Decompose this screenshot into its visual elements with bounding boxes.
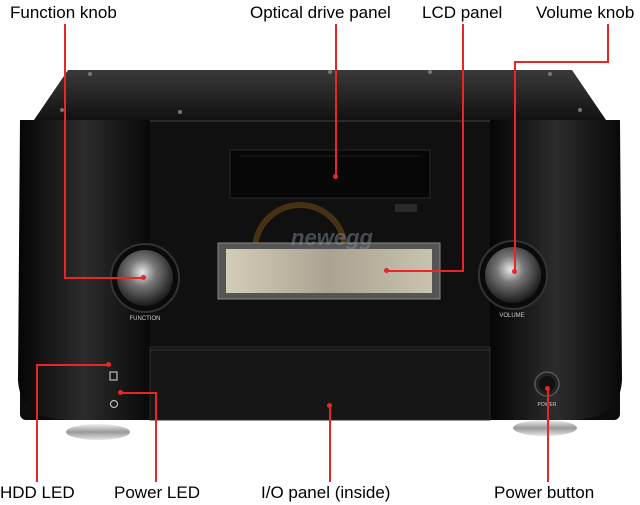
right-pillar	[490, 120, 622, 420]
leader-lcd-horizontal	[386, 270, 464, 272]
callout-lcd-panel: LCD panel	[422, 3, 503, 22]
function-label: FUNCTION	[130, 316, 161, 322]
io-door	[149, 346, 491, 421]
callout-optical-drive-panel: Optical drive panel	[250, 3, 391, 22]
leader-power-button-end	[545, 386, 550, 391]
power-button	[539, 376, 555, 392]
callout-io-panel: I/O panel (inside)	[261, 483, 391, 502]
callout-power-led: Power LED	[114, 483, 200, 502]
callout-power-button: Power button	[494, 483, 595, 502]
leader-function-knob-vertical	[64, 24, 66, 278]
leader-optical-drive	[335, 24, 337, 176]
leader-hdd-led-horizontal	[36, 364, 108, 366]
eject-button	[395, 204, 417, 212]
right-foot	[513, 420, 577, 436]
leader-volume-knob-drop	[514, 61, 516, 271]
hdd-led-icon	[109, 371, 118, 381]
leader-hdd-led-vertical	[36, 364, 38, 482]
leader-power-led-end	[118, 390, 123, 395]
leader-hdd-led-end	[106, 362, 111, 367]
leader-lcd-vertical	[462, 24, 464, 271]
watermark-text: newegg	[291, 225, 373, 250]
optical-drive-bay	[229, 149, 431, 199]
leader-io-panel	[329, 405, 331, 482]
volume-knob	[485, 247, 541, 303]
leader-lcd-end	[384, 268, 389, 273]
leader-volume-knob-horizontal	[514, 61, 609, 63]
leader-function-knob-end	[141, 275, 146, 280]
callout-function-knob: Function knob	[10, 3, 117, 22]
leader-function-knob-horizontal	[64, 277, 144, 279]
leader-volume-knob-end	[512, 269, 517, 274]
left-foot	[66, 424, 130, 440]
leader-optical-drive-end	[333, 174, 338, 179]
callout-volume-knob: Volume knob	[536, 3, 635, 22]
leader-power-led-horizontal	[120, 392, 156, 394]
leader-volume-knob-vertical	[607, 24, 609, 62]
power-led-icon	[109, 399, 119, 409]
top-screws	[60, 70, 582, 114]
volume-label: VOLUME	[499, 313, 524, 319]
case-top	[34, 70, 606, 120]
leader-power-led-vertical	[155, 392, 157, 482]
left-pillar	[18, 120, 150, 420]
callout-hdd-led: HDD LED	[0, 483, 75, 502]
leader-power-button	[547, 388, 549, 482]
leader-io-panel-end	[327, 403, 332, 408]
